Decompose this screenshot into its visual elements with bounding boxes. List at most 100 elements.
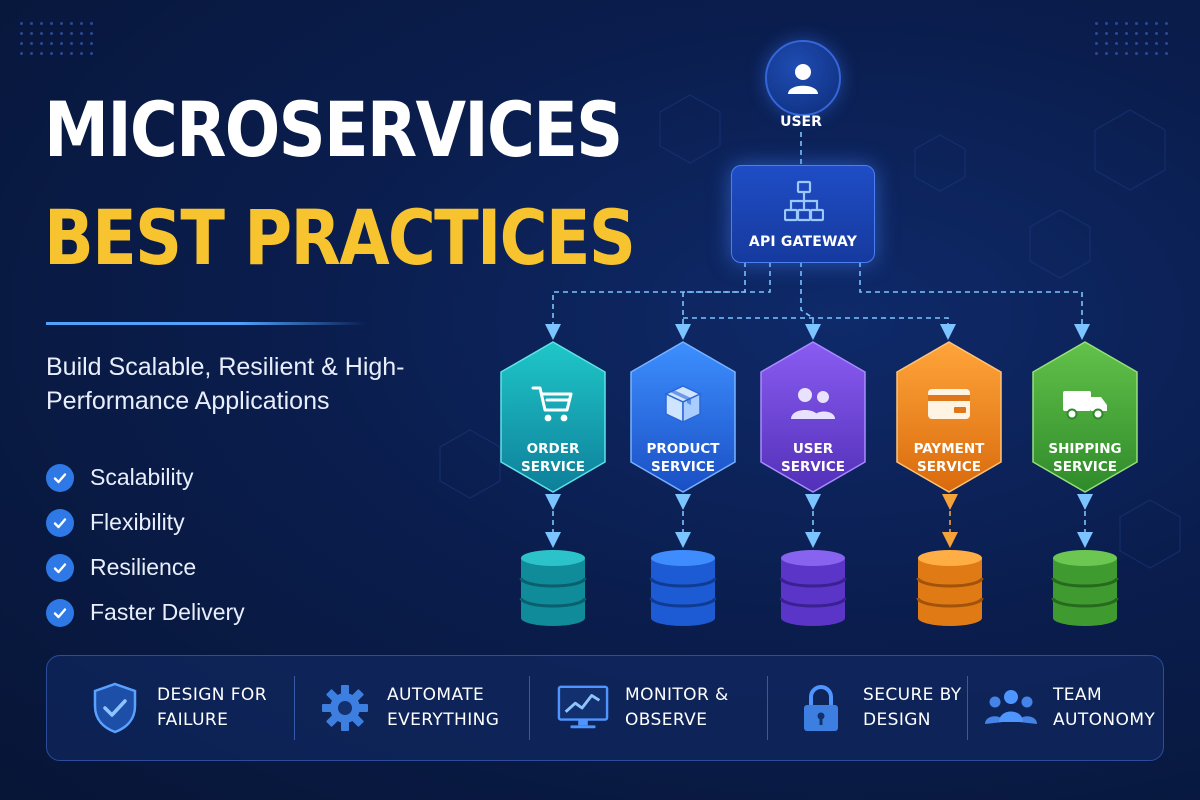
dot xyxy=(1135,22,1138,25)
benefit-item: Resilience xyxy=(46,545,245,590)
dot xyxy=(1105,52,1108,55)
truck-icon xyxy=(1061,382,1109,426)
dot xyxy=(1105,42,1108,45)
dot xyxy=(1145,42,1148,45)
database-icon xyxy=(916,550,984,626)
check-icon xyxy=(46,508,74,537)
user-node xyxy=(765,40,841,116)
dot xyxy=(70,52,73,55)
monitor-chart-icon xyxy=(557,682,609,734)
dot xyxy=(1125,32,1128,35)
dot xyxy=(80,42,83,45)
dot xyxy=(1115,52,1118,55)
dot xyxy=(40,32,43,35)
dot xyxy=(20,42,23,45)
dot xyxy=(50,42,53,45)
user-icon xyxy=(788,64,818,94)
lock-icon xyxy=(795,682,847,734)
database-icon xyxy=(779,550,847,626)
dot xyxy=(50,22,53,25)
benefit-label: Scalability xyxy=(90,464,194,490)
dot xyxy=(30,22,33,25)
benefit-label: Flexibility xyxy=(90,509,185,535)
title-underline xyxy=(46,322,366,325)
dot xyxy=(40,52,43,55)
database-icon xyxy=(1051,550,1119,626)
shield-check-icon xyxy=(89,682,141,734)
dot xyxy=(1095,42,1098,45)
database-icon xyxy=(649,550,717,626)
dot xyxy=(60,32,63,35)
dot xyxy=(1125,22,1128,25)
benefit-label: Resilience xyxy=(90,554,197,580)
dot xyxy=(1095,32,1098,35)
dot xyxy=(1135,42,1138,45)
benefit-item: Scalability xyxy=(46,455,245,500)
dot xyxy=(90,32,93,35)
dot xyxy=(1165,52,1168,55)
dot xyxy=(1135,52,1138,55)
dot xyxy=(20,22,23,25)
cart-icon xyxy=(529,382,577,426)
benefit-item: Flexibility xyxy=(46,500,245,545)
card-icon xyxy=(925,382,973,426)
dot xyxy=(20,32,23,35)
benefit-item: Faster Delivery xyxy=(46,590,245,635)
dot xyxy=(1155,22,1158,25)
dot xyxy=(1115,32,1118,35)
dot xyxy=(60,22,63,25)
title-line-2: BEST PRACTICES xyxy=(44,193,636,282)
dot xyxy=(1115,42,1118,45)
dot xyxy=(90,22,93,25)
dot xyxy=(1095,52,1098,55)
gear-icon xyxy=(319,682,371,734)
dot xyxy=(30,52,33,55)
dot xyxy=(1145,52,1148,55)
divider xyxy=(294,676,295,740)
dot xyxy=(80,52,83,55)
check-icon xyxy=(46,598,74,627)
dot xyxy=(80,32,83,35)
dot xyxy=(70,32,73,35)
dot xyxy=(90,42,93,45)
dot xyxy=(70,22,73,25)
divider xyxy=(967,676,968,740)
users-icon xyxy=(789,382,837,426)
hexagon-shape xyxy=(500,341,606,493)
check-icon xyxy=(46,553,74,582)
dot xyxy=(50,32,53,35)
box-icon xyxy=(659,382,707,426)
dot xyxy=(1165,42,1168,45)
dot xyxy=(40,22,43,25)
dot xyxy=(1105,32,1108,35)
dot xyxy=(60,52,63,55)
dot xyxy=(70,42,73,45)
dot-grid-left xyxy=(20,22,100,62)
dot xyxy=(1125,52,1128,55)
dot xyxy=(50,52,53,55)
practice-label: MONITOR &OBSERVE xyxy=(625,685,729,730)
dot xyxy=(1145,32,1148,35)
dot xyxy=(1135,32,1138,35)
dot xyxy=(1145,22,1148,25)
title-line-1: MICROSERVICES xyxy=(44,85,623,174)
dot xyxy=(1165,22,1168,25)
hexagon-shape xyxy=(1032,341,1138,493)
dot xyxy=(1095,22,1098,25)
dot xyxy=(30,32,33,35)
check-icon xyxy=(46,463,74,492)
team-icon xyxy=(985,682,1037,734)
dot xyxy=(20,52,23,55)
benefit-label: Faster Delivery xyxy=(90,599,245,625)
dot xyxy=(1115,22,1118,25)
